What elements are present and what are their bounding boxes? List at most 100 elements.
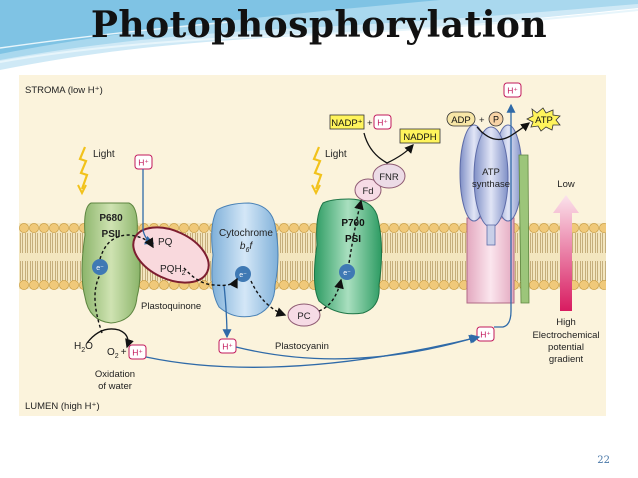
lipid-head [189, 223, 199, 233]
gradient-label-line1: Electrochemical [532, 330, 599, 341]
svg-text:b6f: b6f [240, 241, 253, 254]
plastocyanin-label: Plastocyanin [275, 341, 329, 352]
lipid-head [179, 223, 189, 233]
o2-subscript: 2 [115, 353, 119, 360]
proton-badge-lumen-cyt: H⁺ [218, 338, 237, 354]
nadp-label: NADP⁺ [331, 118, 362, 129]
lipid-head [29, 280, 39, 290]
reaction-arrows [86, 122, 531, 349]
pi-label: P [493, 115, 499, 125]
decorative-wave-background [0, 0, 638, 70]
lipid-head [149, 280, 159, 290]
electron-icon [339, 264, 355, 280]
lipid-head [579, 223, 589, 233]
lipid-head [389, 280, 399, 290]
svg-text:O2+: O2+ [107, 347, 127, 360]
lipid-head [299, 223, 309, 233]
lipid-head [379, 223, 389, 233]
proton-badge-lumen-water: H⁺ [128, 344, 147, 360]
lipid-head [29, 223, 39, 233]
electron-label: e⁻ [239, 272, 247, 279]
proton-label: H⁺ [480, 330, 491, 340]
slide-title: Photophosphorylation [90, 4, 548, 46]
lipid-head [289, 280, 299, 290]
lipid-head [409, 280, 419, 290]
lipid-head [549, 223, 559, 233]
photosystem-ii: P680 PSII e⁻ [81, 202, 141, 324]
cytochrome-label: Cytochrome [219, 228, 273, 239]
phosphate-circle: P [488, 111, 504, 127]
plastoquinone-label: Plastoquinone [141, 301, 201, 312]
proton-label: H⁺ [138, 158, 149, 168]
gradient-label-line3: gradient [549, 354, 584, 365]
lipid-head [159, 280, 169, 290]
atp-synthase: ATP synthase [459, 124, 530, 304]
low-label: Low [557, 179, 575, 190]
lipid-head [599, 280, 606, 290]
plastocyanin: PC Plastocyanin [275, 303, 329, 352]
lipid-head [19, 280, 29, 290]
lipid-head [419, 280, 429, 290]
oxidation-label-line1: Oxidation [95, 369, 135, 380]
proton-badge-stroma-atp: H⁺ [503, 82, 522, 98]
atp-synthase-label-line2: synthase [472, 179, 510, 190]
proton-label: H⁺ [377, 118, 388, 128]
ferredoxin: Fd [354, 178, 382, 202]
fnr-label: FNR [379, 172, 399, 183]
lipid-head [549, 280, 559, 290]
proton-label: H⁺ [507, 86, 518, 96]
lipid-head [59, 280, 69, 290]
gradient-label-line2: potential [548, 342, 584, 353]
lipid-head [439, 223, 449, 233]
svg-text:PQH2: PQH2 [160, 264, 186, 277]
lipid-head [49, 280, 59, 290]
lipid-head [389, 223, 399, 233]
lipid-head [399, 280, 409, 290]
lipid-head [199, 280, 209, 290]
lipid-head [59, 223, 69, 233]
lipid-head [589, 223, 599, 233]
adp-oval: ADP [446, 111, 476, 127]
proton-badge-lumen-atp: H⁺ [476, 326, 495, 342]
atp-starburst: ATP [526, 107, 561, 132]
lipid-head [539, 280, 549, 290]
pqh2-subscript: 2 [182, 270, 186, 277]
light-bolt-icon [77, 146, 89, 196]
proton-flow-arrows [142, 103, 516, 368]
high-label: High [556, 317, 576, 328]
lipid-head [429, 280, 439, 290]
pqh2-label: PQH [160, 264, 182, 275]
plus-sign: + [479, 115, 485, 126]
proton-label: H⁺ [222, 342, 233, 352]
lipid-head [449, 280, 459, 290]
lipid-head [39, 223, 49, 233]
lipid-head [299, 280, 309, 290]
b6f-b: b [240, 241, 246, 252]
pc-label: PC [297, 311, 310, 322]
atp-label: ATP [535, 115, 553, 126]
lipid-head [429, 223, 439, 233]
photosystem-i: P700 PSI e⁻ [313, 198, 383, 315]
pq-label: PQ [158, 237, 173, 248]
lipid-head [39, 280, 49, 290]
lipid-head [289, 223, 299, 233]
oxidation-label-line2: of water [98, 381, 132, 392]
lumen-label: LUMEN (high H⁺) [25, 401, 100, 412]
lipid-head [49, 223, 59, 233]
page-number: 22 [597, 455, 610, 466]
lipid-head [69, 280, 79, 290]
h2o-label: H [74, 341, 81, 352]
h2o-o: O [85, 341, 93, 352]
psii-label: PSII [102, 229, 121, 240]
lipid-head [539, 223, 549, 233]
lipid-head [139, 280, 149, 290]
lipid-head [19, 223, 29, 233]
lipid-head [529, 280, 539, 290]
nadp-box: NADP⁺ [329, 114, 365, 130]
electron-icon [92, 259, 108, 275]
lipid-head [439, 280, 449, 290]
light-bolt-icon [311, 146, 323, 196]
adp-label: ADP [451, 115, 471, 126]
nadph-box: NADPH [399, 128, 441, 144]
lipid-head [589, 280, 599, 290]
